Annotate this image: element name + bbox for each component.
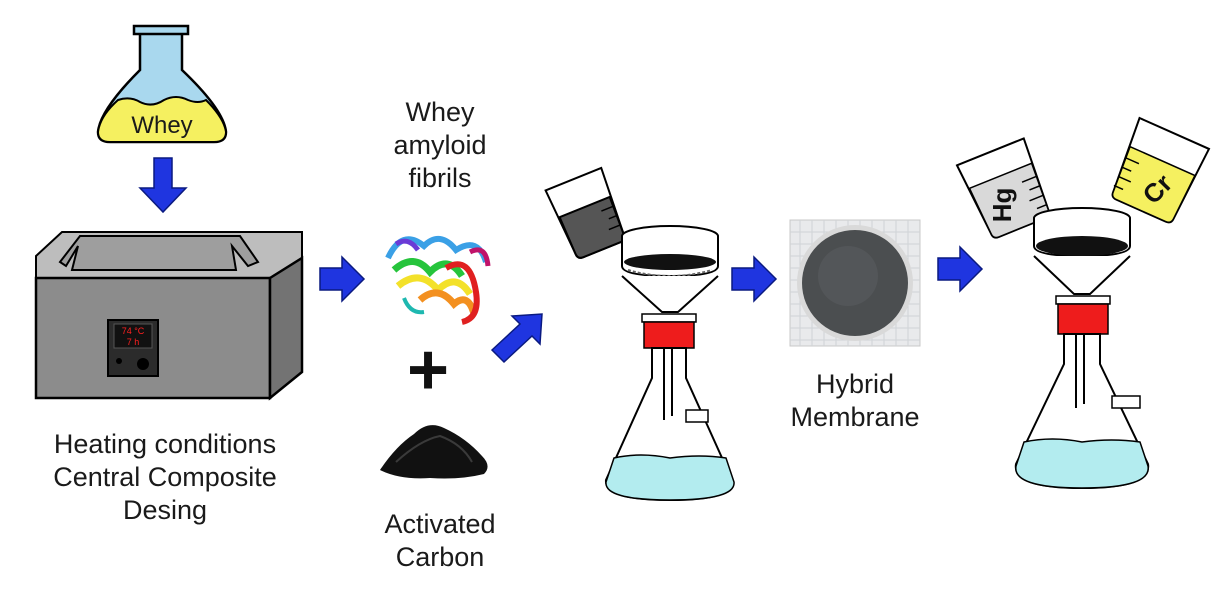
bath-knob-icon	[137, 358, 149, 370]
arrow-right-icon	[319, 255, 366, 303]
carbon-caption-line: Activated	[384, 509, 496, 539]
membrane-caption: Hybrid Membrane	[780, 368, 930, 434]
membrane-cake	[624, 254, 716, 270]
filtrate-liquid	[605, 454, 735, 501]
heating-caption-line: Desing	[122, 495, 208, 525]
chromium-beaker-icon: Cr	[1111, 116, 1211, 224]
arrow-right-icon	[937, 245, 984, 293]
pouring-beaker-icon	[544, 166, 626, 259]
fibrils-caption-line: amyloid	[393, 130, 487, 160]
bath-display	[113, 323, 153, 349]
stopper	[1057, 303, 1109, 335]
arrow-diagonal-icon	[490, 313, 543, 364]
stopper	[643, 321, 695, 349]
arrow-down-icon	[138, 157, 188, 214]
heating-caption-line: Heating conditions	[53, 429, 277, 459]
carbon-caption-line: Carbon	[395, 542, 485, 572]
water-bath-icon: 74 °C 7 h	[34, 231, 304, 401]
mercury-label: Hg	[987, 188, 1017, 223]
heating-caption-line: Central Composite	[53, 462, 277, 492]
heating-caption: Heating conditions Central Composite Des…	[20, 428, 310, 527]
filtration-flask-1-icon	[605, 225, 735, 502]
whey-flask-label: Whey	[131, 112, 192, 139]
protein-structure-icon	[385, 236, 491, 325]
filtration-flask-2-icon	[1014, 207, 1150, 490]
bath-temperature: 74 °C	[122, 326, 145, 336]
plus-sign: +	[407, 330, 449, 410]
membrane-caption-line: Hybrid	[815, 369, 895, 399]
bath-time: 7 h	[127, 337, 140, 347]
membrane-cake	[1036, 236, 1128, 256]
bath-indicator-light	[116, 358, 122, 364]
membrane-caption-line: Membrane	[790, 402, 920, 432]
arrow-right-icon	[731, 255, 778, 303]
fibrils-caption-line: Whey	[405, 97, 475, 127]
carbon-caption: Activated Carbon	[350, 508, 530, 574]
mercury-beaker-icon: Hg	[955, 137, 1051, 239]
fibrils-caption-line: fibrils	[408, 163, 472, 193]
filtrate-liquid	[1015, 438, 1149, 489]
hybrid-membrane-photo	[789, 219, 921, 347]
carbon-powder-icon	[380, 425, 488, 479]
whey-flask-icon: Whey	[96, 24, 228, 144]
fibrils-caption: Whey amyloid fibrils	[360, 96, 520, 195]
